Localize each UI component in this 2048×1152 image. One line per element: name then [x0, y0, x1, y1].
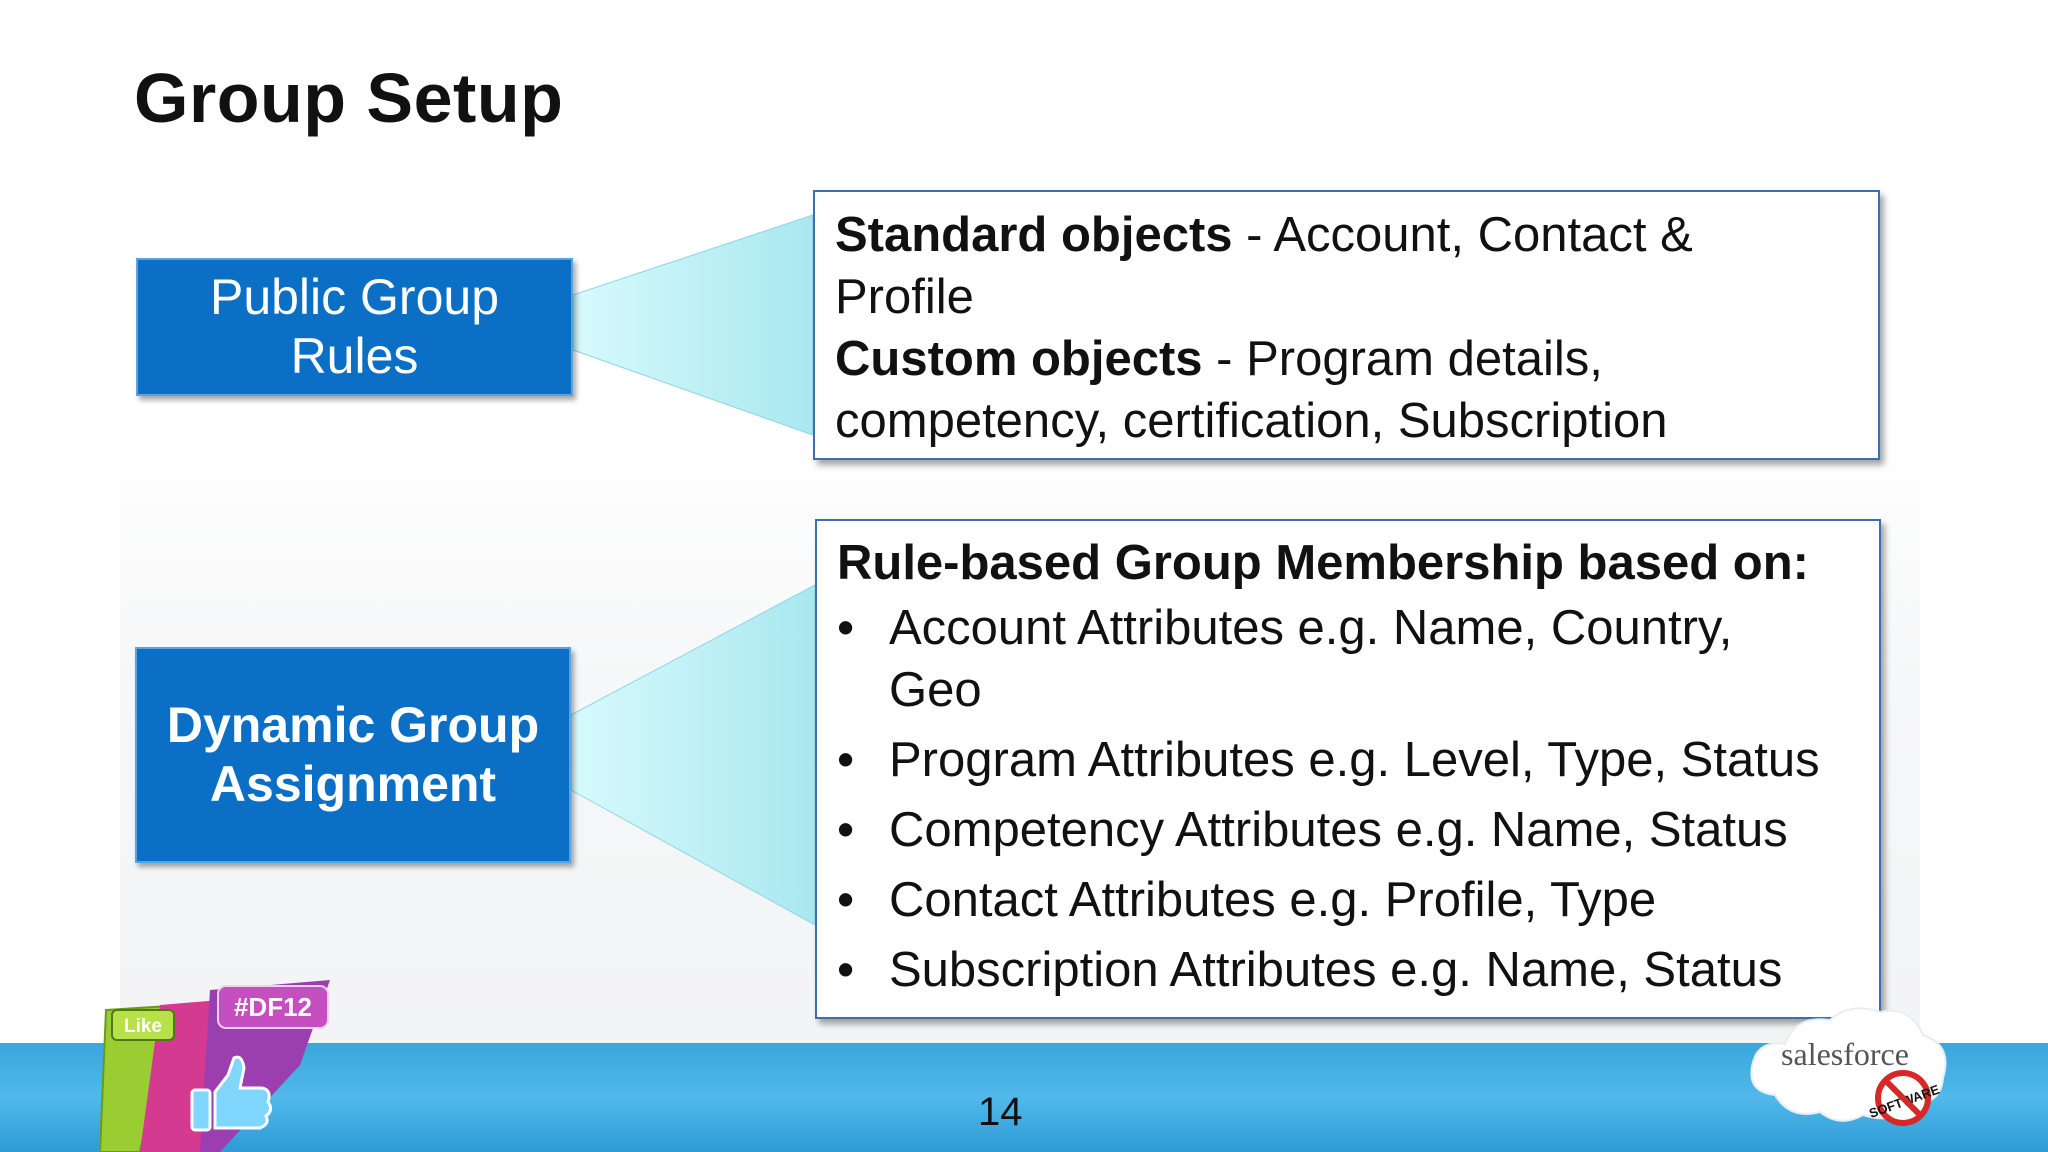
- bold-term: Standard objects: [835, 208, 1233, 262]
- text-line: Custom objects - Program details,: [835, 328, 1858, 390]
- like-text: Like: [124, 1016, 162, 1037]
- line-text: competency, certification, Subscription: [835, 394, 1668, 448]
- list-item: Contact Attributes e.g. Profile, Type: [837, 869, 1859, 931]
- box-label-line: Public Group: [209, 269, 500, 325]
- text-line: Profile: [835, 266, 1858, 328]
- list-item: Subscription Attributes e.g. Name, Statu…: [837, 939, 1859, 1001]
- connector-bottom: [570, 584, 816, 926]
- objects-description-box: Standard objects - Account, Contact & Pr…: [813, 190, 1880, 460]
- thumbs-up-icon: [190, 1055, 273, 1132]
- line-text: - Program details,: [1202, 332, 1603, 386]
- public-group-rules-box: Public Group Rules: [136, 258, 573, 396]
- membership-rules-box: Rule-based Group Membership based on: Ac…: [815, 519, 1881, 1019]
- connector-top: [572, 214, 814, 436]
- box-label-line: Assignment: [209, 756, 497, 812]
- text-line: competency, certification, Subscription: [835, 390, 1858, 452]
- salesforce-text: salesforce: [1781, 1036, 1909, 1072]
- line-text: Profile: [835, 270, 974, 324]
- membership-heading: Rule-based Group Membership based on:: [837, 536, 1809, 590]
- df12-like-logo: #DF12 Like: [100, 980, 330, 1152]
- list-item: Competency Attributes e.g. Name, Status: [837, 799, 1859, 861]
- salesforce-logo: salesforce SOFTWARE: [1750, 1007, 1947, 1126]
- line-text: - Account, Contact &: [1232, 208, 1693, 262]
- page-number: 14: [978, 1090, 1023, 1134]
- box-label-line: Dynamic Group: [166, 697, 540, 753]
- list-item: Account Attributes e.g. Name, Country, G…: [837, 597, 1859, 721]
- page-title: Group Setup: [134, 59, 564, 137]
- list-item: Program Attributes e.g. Level, Type, Sta…: [837, 729, 1859, 791]
- footer-band: [0, 1043, 2048, 1152]
- text-line: Standard objects - Account, Contact &: [835, 204, 1858, 266]
- df12-text: #DF12: [234, 992, 312, 1022]
- attribute-list: Account Attributes e.g. Name, Country, G…: [837, 597, 1859, 1001]
- dynamic-group-assignment-box: Dynamic Group Assignment: [135, 647, 571, 863]
- bold-term: Custom objects: [835, 332, 1203, 386]
- box-label-line: Rules: [290, 328, 419, 384]
